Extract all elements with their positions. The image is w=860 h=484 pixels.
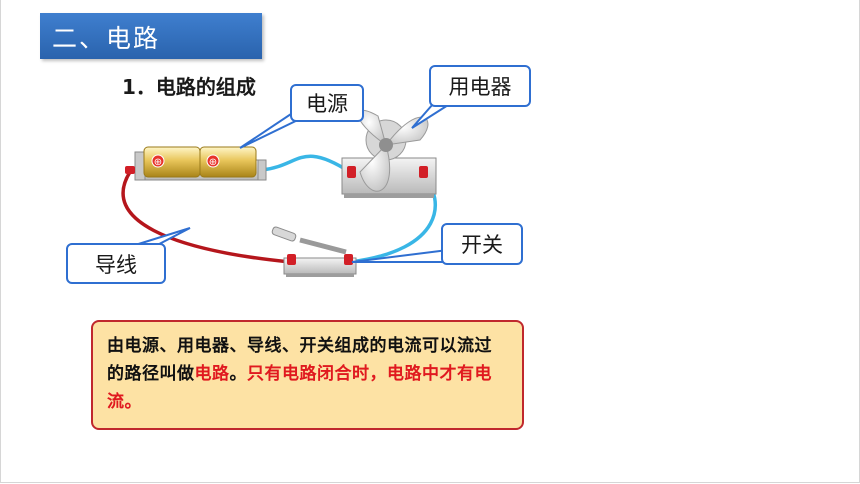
section-subtitle: 1．电路的组成 (122, 75, 256, 99)
pointer-switch (351, 248, 449, 263)
battery-cell-1 (143, 146, 201, 178)
definition-text: 由电源、用电器、导线、开关组成的电流可以流过的路径叫做 (107, 336, 492, 384)
label-switch: 开关 (441, 223, 523, 265)
label-power-source: 电源 (290, 84, 364, 122)
label-wire: 导线 (66, 243, 166, 284)
battery-plus-1: ⊕ (154, 157, 162, 168)
label-appliance: 用电器 (429, 65, 531, 107)
definition-box: 由电源、用电器、导线、开关组成的电流可以流过的路径叫做电路。只有电路闭合时，电路… (91, 320, 524, 430)
red-wire (121, 171, 291, 264)
definition-punct: 。 (229, 364, 247, 384)
battery-cell-2 (199, 146, 257, 178)
definition-term: 电路 (194, 364, 230, 384)
battery-plus-2: ⊕ (209, 157, 217, 168)
page-title: 二、电路 (52, 24, 161, 53)
fan-appliance (341, 109, 437, 198)
definition-emphasis: 只有电路闭合时，电路中才有电流。 (107, 364, 492, 412)
title-banner: 二、电路 (40, 13, 262, 59)
blue-wire-top (261, 154, 351, 174)
knife-switch (271, 226, 357, 277)
